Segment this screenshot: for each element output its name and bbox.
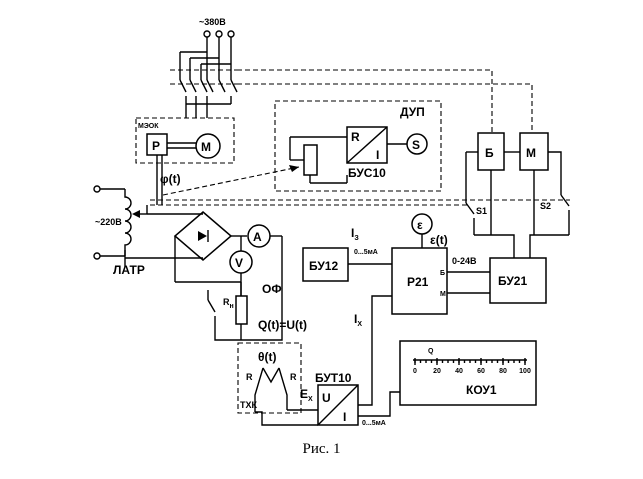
ix-label: IХ (354, 312, 362, 328)
potentiometer (303, 144, 318, 176)
switch-s1-label: S1 (476, 206, 487, 216)
kou1-tick-label: 100 (519, 368, 531, 375)
supply-380-label: ~380В (199, 17, 226, 27)
linkage-m (237, 83, 533, 133)
rn-label: Rн (223, 297, 234, 310)
meters: A V (229, 224, 283, 300)
bus10-label: БУС10 (348, 166, 386, 180)
terminal (215, 30, 223, 38)
signal-label: Q(t)=U(t) (258, 318, 307, 332)
contactor-m-contacts (206, 79, 238, 93)
r21-b-output: Б (440, 270, 445, 277)
r21-m-output: М (440, 291, 446, 298)
brake-label: Р (152, 139, 160, 153)
supply-220-label: ~220В (95, 217, 122, 227)
ammeter-label: A (253, 230, 262, 244)
bu12-range: 0...5мА (354, 249, 378, 256)
but10-u-label: U (322, 391, 331, 405)
figure-caption: Рис. 1 (302, 441, 341, 457)
but10-i-label: I (343, 410, 346, 424)
heating-object: ОФ Rн Q(t)=U(t) (207, 282, 307, 414)
bu21-box (489, 257, 547, 304)
r21-regulator: Р21 ε ε(t) Б М 0-24В IХ (354, 213, 490, 328)
kou1-label: КОУ1 (466, 383, 497, 397)
kou1-ticks: 0 20 40 60 80 100 (413, 358, 531, 375)
coil-b-label: Б (485, 146, 494, 160)
linkage-b (237, 69, 493, 133)
kou1-tick-label: 0 (413, 368, 417, 375)
limit-switches: S1 S2 (465, 194, 570, 258)
terminal (93, 252, 101, 260)
but10-range: 0...5мА (362, 420, 386, 427)
dup-r-label: R (351, 130, 360, 144)
bu21-starter: БУ21 (489, 257, 547, 304)
bu12-setpoint: БУ12 IЗ 0...5мА (302, 226, 392, 282)
latr-autotransformer: ~220В ЛАТР (93, 185, 178, 277)
bu21-label: БУ21 (498, 274, 527, 288)
terminal (227, 30, 235, 38)
kou1-q-label: Q (428, 348, 434, 355)
meok-frame (135, 117, 235, 164)
kou1-tick-label: 40 (455, 368, 463, 375)
r21-box (391, 247, 448, 315)
object-switch (207, 299, 216, 313)
meok-label: МЭОК (138, 123, 159, 130)
motor-label: М (201, 140, 211, 154)
terminal (93, 185, 101, 193)
voltmeter-label: V (235, 256, 243, 270)
contactor-coils: Б М (465, 132, 562, 235)
tc-label: ТХК (240, 400, 258, 410)
shaft-to-dup-linkage (162, 166, 300, 196)
but10-label: БУТ10 (315, 371, 352, 385)
eps-label: ε (417, 218, 423, 232)
contactor-b-contacts (179, 79, 208, 93)
bu12-label: БУ12 (309, 259, 338, 273)
iz-label: IЗ (351, 226, 359, 242)
switch-s2 (560, 194, 570, 207)
switch-s2-label: S2 (540, 201, 551, 211)
object-frame (237, 342, 302, 414)
kou1-indicator: Q 0 20 40 60 80 100 КОУ1 (399, 340, 537, 406)
angle-label: φ(t) (160, 172, 181, 186)
kou1-tick-label: 20 (433, 368, 441, 375)
heater-resistor (235, 295, 248, 325)
latr-winding (124, 189, 132, 256)
three-phase-supply: ~380В (179, 17, 238, 118)
r-right-label: R (290, 372, 297, 382)
rectifier-bridge (173, 211, 247, 283)
ex-label: EX (300, 387, 313, 403)
r21-label: Р21 (407, 275, 429, 289)
latr-label: ЛАТР (113, 263, 145, 277)
theta-label: θ(t) (258, 350, 276, 364)
switch-s1 (465, 202, 475, 215)
coil-m-label: М (526, 146, 536, 160)
but10-converter: U I БУТ10 0...5мА (315, 295, 400, 427)
object-label: ОФ (262, 282, 282, 296)
dup-frame (274, 100, 442, 192)
thermocouple-junction (262, 367, 280, 384)
eps-t-label: ε(t) (430, 233, 448, 247)
dup-i-label: I (376, 148, 379, 162)
terminal (203, 30, 211, 38)
thermocouple-sensor: θ(t) R R ТХК EX (240, 350, 318, 426)
kou1-tick-label: 80 (499, 368, 507, 375)
kou1-box (399, 340, 537, 406)
meok-actuator: МЭОК Р М φ(t) (135, 117, 235, 205)
dup-group: ДУП R I БУС10 S (274, 100, 442, 192)
motor-circle (195, 133, 221, 159)
dup-title: ДУП (400, 105, 425, 119)
indicator-s (406, 133, 428, 155)
r-left-label: R (246, 372, 253, 382)
kou1-tick-label: 60 (477, 368, 485, 375)
r21-out-range: 0-24В (452, 256, 477, 266)
indicator-s-label: S (412, 138, 420, 152)
